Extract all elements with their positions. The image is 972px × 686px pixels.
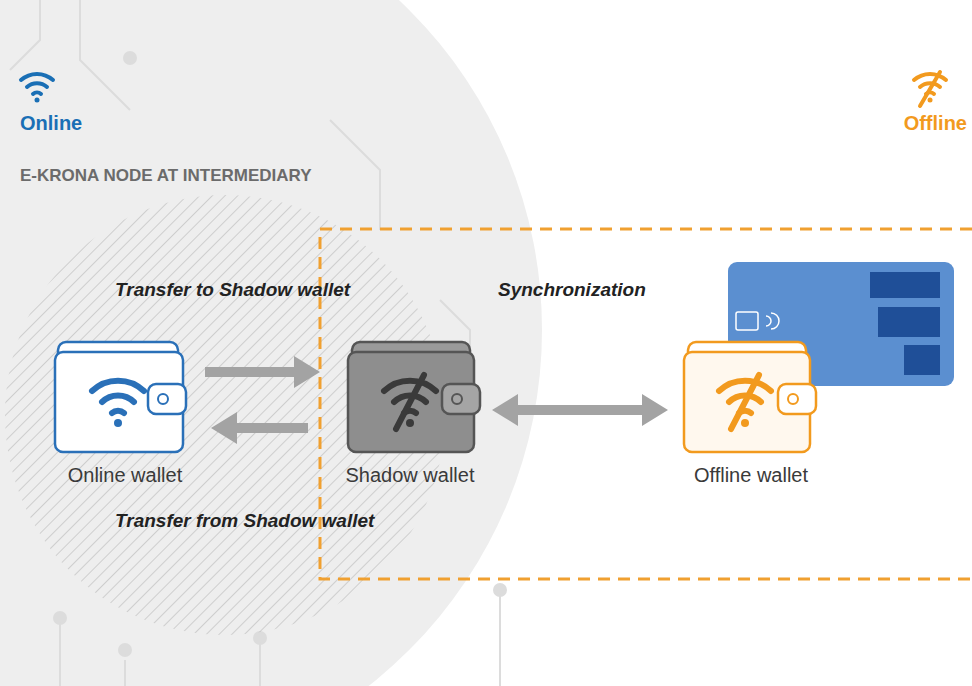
- wallet-label: Offline wallet: [672, 464, 830, 487]
- arrow-label: Transfer from Shadow wallet: [115, 510, 374, 532]
- online-region: [0, 0, 542, 686]
- wallet-label: Online wallet: [45, 464, 205, 487]
- wifi-icon: [21, 74, 53, 103]
- arrow-label: Transfer to Shadow wallet: [115, 279, 350, 301]
- wallet-icon: [348, 342, 480, 452]
- arrow-label: Synchronization: [498, 279, 646, 301]
- offline-dashed-region: [320, 229, 972, 579]
- wallet-label: Shadow wallet: [330, 464, 490, 487]
- wallet-icon: [55, 342, 186, 452]
- wallet-icon: [684, 342, 816, 452]
- transfer-arrow: [211, 412, 308, 444]
- transfer-arrow: [492, 394, 668, 426]
- wallet-node: Offline wallet: [672, 335, 830, 487]
- wallet-node: Shadow wallet: [330, 335, 490, 487]
- transfer-arrow: [205, 356, 320, 388]
- region-title: Online: [20, 112, 82, 135]
- section-heading: E-KRONA NODE AT INTERMEDIARY: [20, 166, 312, 186]
- wallet-node: Online wallet: [45, 335, 205, 487]
- no-wifi-icon: [914, 72, 946, 106]
- region-title: Offline: [904, 112, 967, 135]
